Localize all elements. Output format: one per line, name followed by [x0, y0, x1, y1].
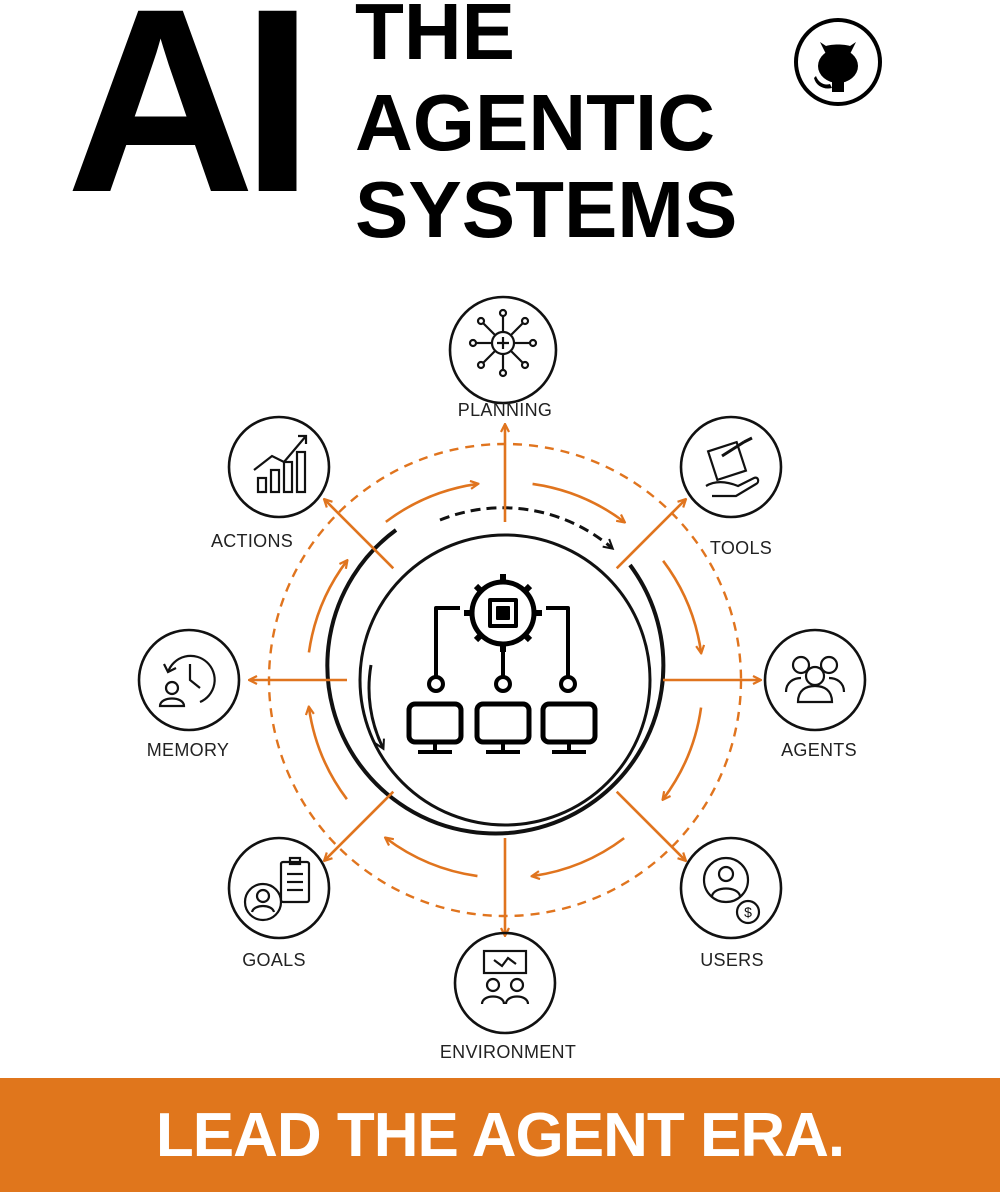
label-actions: ACTIONS	[210, 531, 294, 551]
team-icon	[784, 655, 846, 704]
inner-black-arc-left	[367, 664, 383, 748]
growth-chart-icon	[253, 434, 308, 494]
cycle-arrow-4	[533, 837, 625, 876]
title-line-systems: SYSTEMS	[355, 165, 738, 254]
cycle-arrow-3	[663, 707, 703, 800]
label-goals: GOALS	[242, 950, 306, 970]
agents-node	[763, 628, 867, 732]
center-ring	[358, 533, 652, 827]
label-memory: MEMORY	[146, 740, 230, 760]
cycle-arrows	[309, 484, 701, 876]
cycle-arrow-1	[532, 482, 625, 522]
cpu-network-icon	[406, 574, 598, 754]
actions-node	[227, 415, 331, 519]
goals-node	[227, 836, 331, 940]
tools-node	[679, 415, 783, 519]
title-ai: AI	[66, 0, 314, 247]
title-line-agentic: AGENTIC	[355, 78, 715, 167]
memory-node	[137, 628, 241, 732]
svg-text:$: $	[744, 904, 752, 920]
planning-node	[448, 295, 558, 405]
cycle-arrow-8	[385, 484, 478, 523]
cycle-arrow-6	[309, 708, 348, 800]
label-users: USERS	[700, 950, 764, 970]
banner-text: LEAD THE AGENT ERA.	[155, 1100, 845, 1170]
label-planning: PLANNING	[457, 400, 553, 420]
inner-black-ring	[325, 528, 666, 836]
history-person-icon	[158, 654, 216, 708]
spoke-arrow-users	[615, 790, 686, 861]
label-agents: AGENTS	[781, 740, 857, 760]
github-icon	[794, 18, 882, 106]
user-dollar-icon: $	[702, 856, 761, 925]
spoke-arrow-goals	[325, 790, 395, 861]
radial-spokes	[250, 425, 760, 935]
inner-black-ring-dash	[439, 506, 612, 548]
spoke-arrow-tools	[615, 500, 686, 570]
cycle-arrow-7	[307, 561, 347, 653]
label-environment: ENVIRONMENT	[439, 1042, 577, 1062]
users-node: $	[679, 836, 783, 940]
label-tools: TOOLS	[709, 538, 773, 558]
network-node-icon	[468, 308, 538, 378]
cycle-arrow-5	[386, 838, 478, 878]
spoke-arrow-actions	[325, 500, 395, 570]
clipboard-person-icon	[243, 856, 311, 922]
presentation-icon	[480, 949, 530, 1005]
title-line-the: THE	[355, 0, 515, 76]
cycle-arrow-2	[662, 560, 701, 653]
banner: LEAD THE AGENT ERA.	[0, 1078, 1000, 1192]
environment-node	[453, 931, 557, 1035]
hand-tools-icon	[705, 436, 760, 498]
